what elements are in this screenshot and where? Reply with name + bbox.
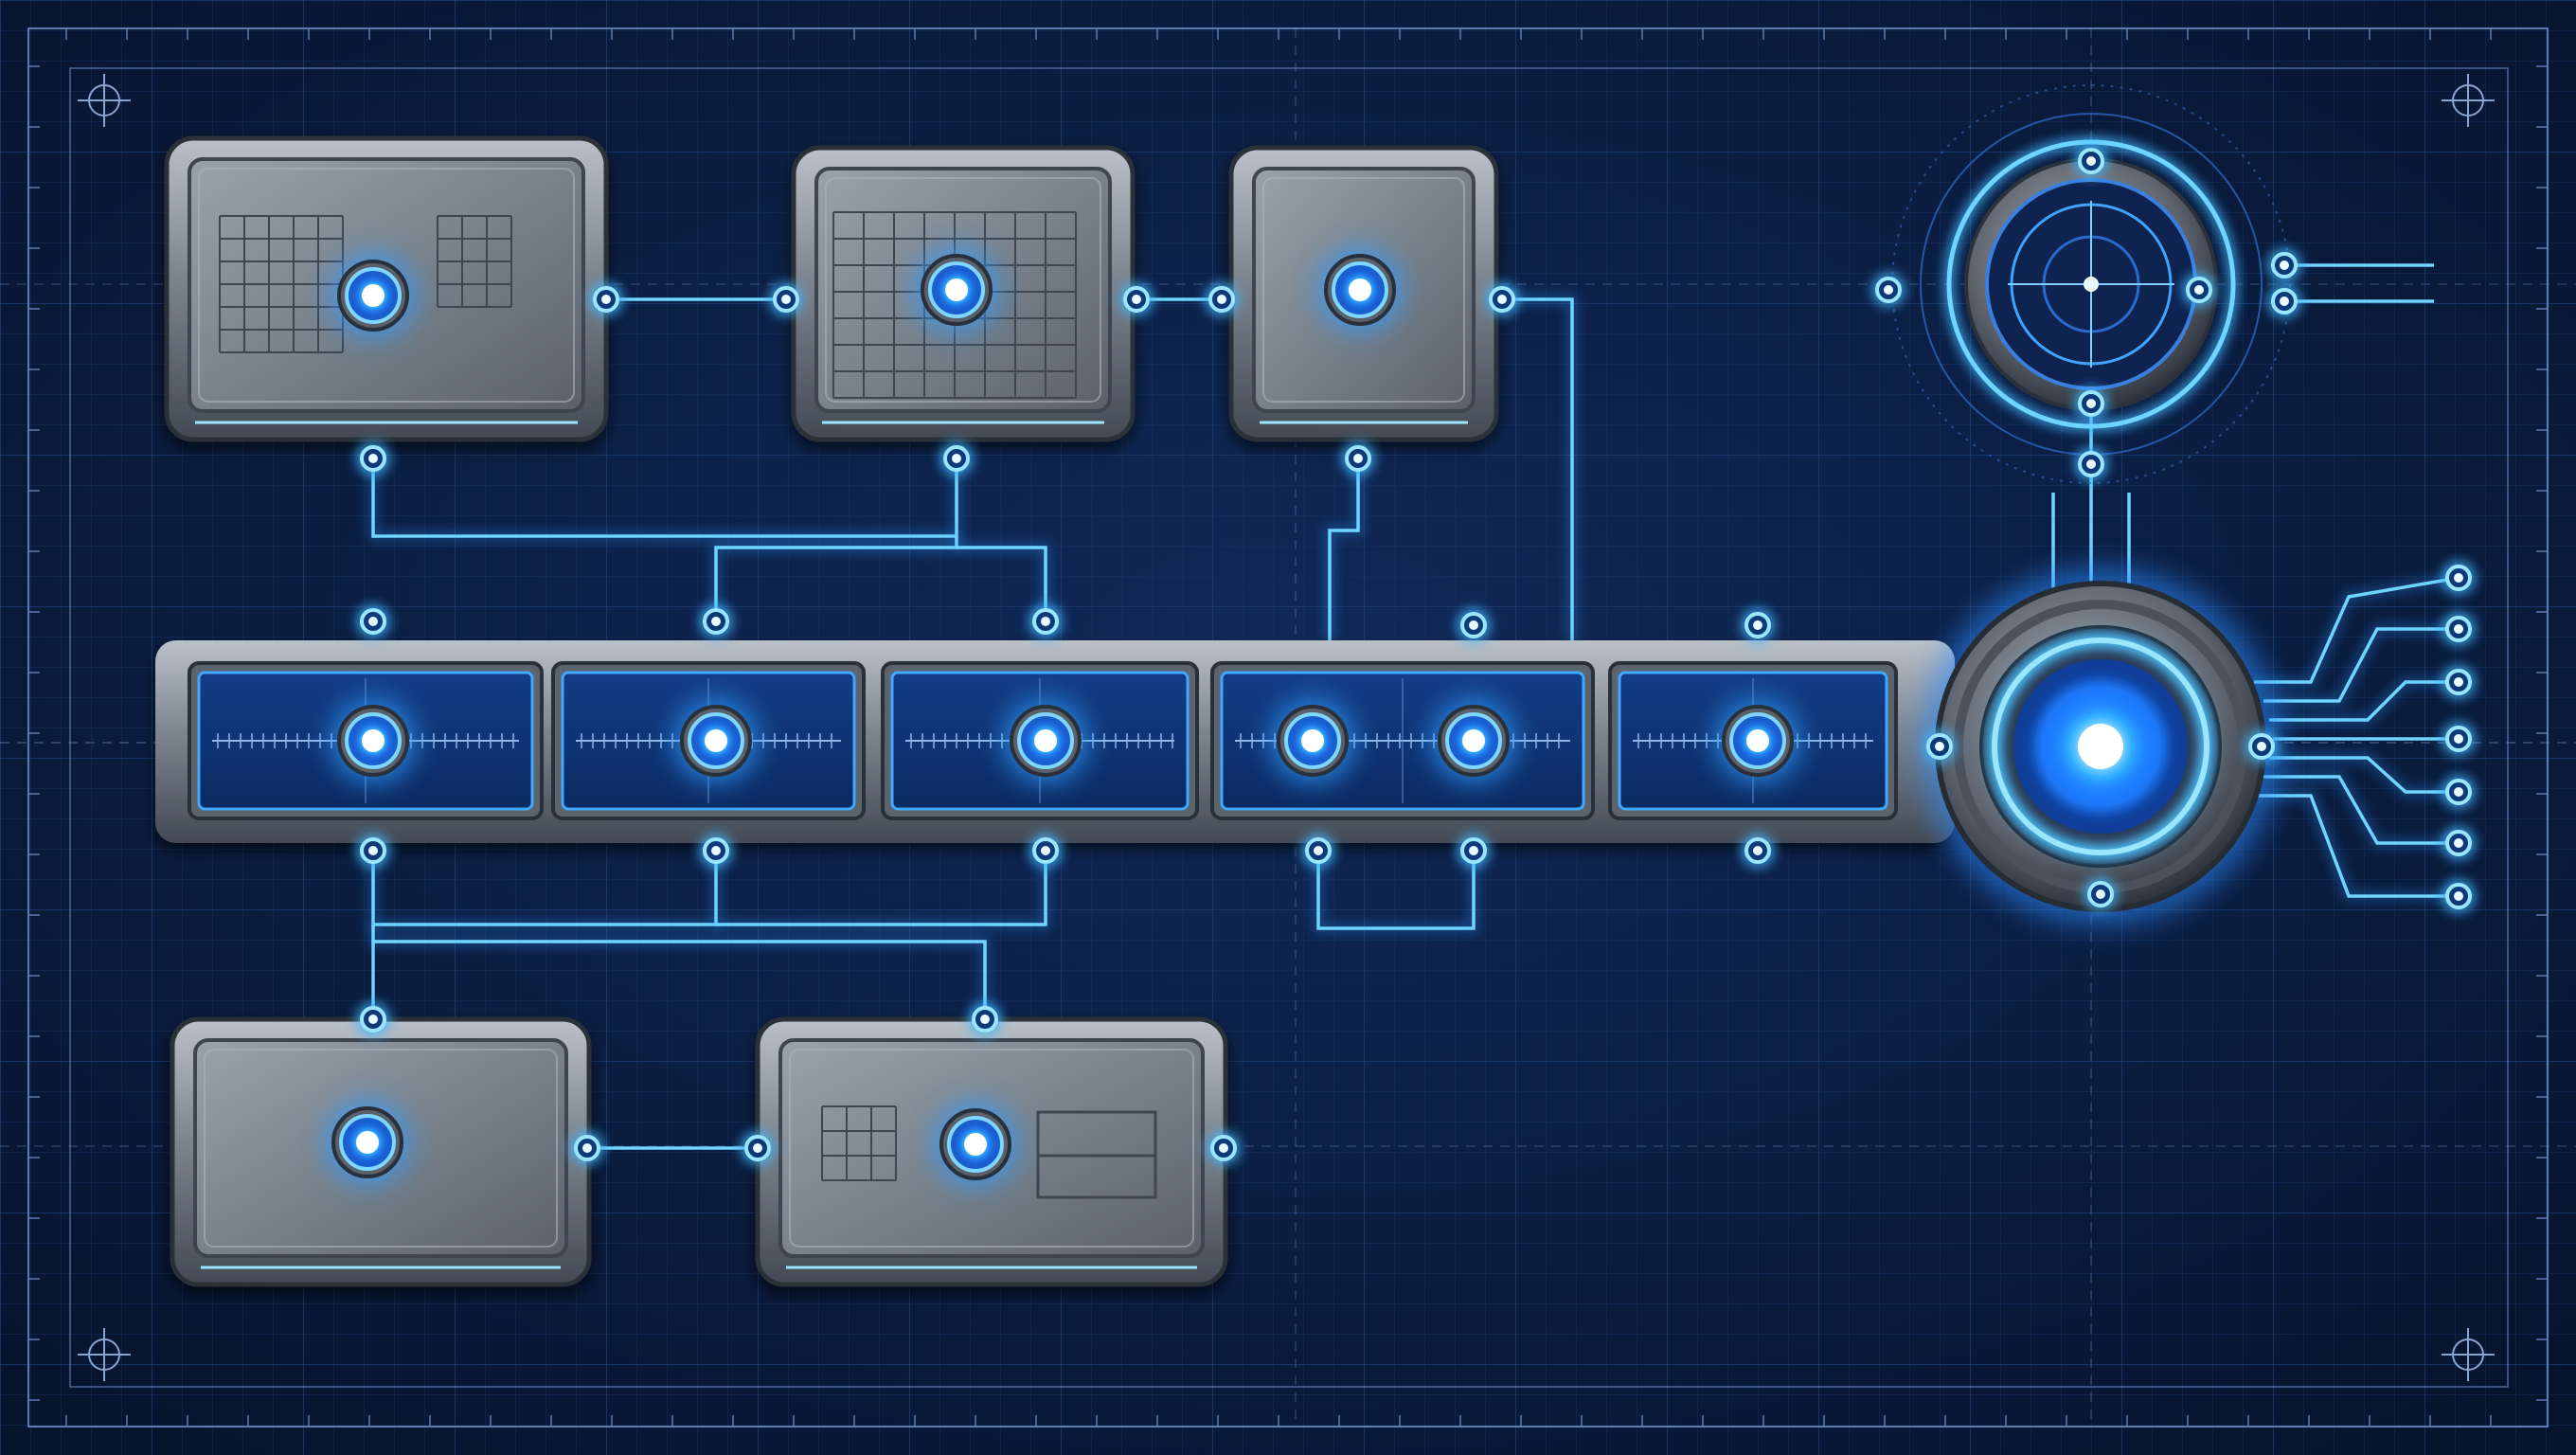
node-port-icon — [1205, 282, 1239, 316]
node-port-icon — [2084, 877, 2118, 911]
node-port-icon — [2442, 561, 2476, 595]
circular-sensor — [1891, 84, 2291, 484]
wire — [957, 546, 1047, 621]
node-port-icon — [2442, 665, 2476, 699]
node-port-icon — [699, 604, 733, 638]
wire — [1328, 458, 1360, 640]
glowing-core-icon — [1432, 699, 1515, 782]
node-port-icon — [356, 604, 390, 638]
wire — [2263, 775, 2459, 845]
node-port-icon — [1029, 834, 1063, 868]
node-port-icon — [2442, 879, 2476, 913]
node-port-icon — [2074, 386, 2108, 421]
node-port-icon — [2245, 729, 2279, 763]
glowing-core-icon — [1004, 699, 1087, 782]
node-port-icon — [939, 441, 974, 476]
node-port-icon — [2442, 612, 2476, 646]
node-port-icon — [589, 282, 623, 316]
wire — [371, 925, 987, 1019]
wire — [2263, 627, 2459, 703]
node-port-icon — [1457, 608, 1491, 642]
wire — [2269, 756, 2459, 794]
node-port-icon — [2442, 775, 2476, 809]
node-port-icon — [356, 1002, 390, 1036]
wire — [1502, 297, 1574, 644]
glowing-core-icon — [674, 699, 758, 782]
node-port-icon — [2182, 273, 2216, 307]
glowing-core-icon — [1318, 248, 1402, 332]
connection-wires — [368, 260, 2460, 1153]
wire — [2269, 680, 2459, 722]
node-port-icon — [2442, 722, 2476, 756]
node-port-icon — [769, 282, 803, 316]
node-port-icon — [968, 1002, 1002, 1036]
node-port-icon — [1741, 834, 1775, 868]
wire — [1316, 851, 1476, 930]
node-port-icon — [699, 834, 733, 868]
node-port-icon — [1923, 729, 1957, 763]
crosshair-icon — [2442, 1328, 2495, 1381]
node-port-icon — [2267, 284, 2301, 318]
node-port-icon — [1301, 834, 1335, 868]
crosshair-icon — [78, 1328, 131, 1381]
glowing-core-icon — [1716, 699, 1799, 782]
node-port-icon — [356, 834, 390, 868]
central-hub — [1921, 566, 2281, 926]
node-port-icon — [2074, 447, 2108, 481]
node-port-icon — [741, 1131, 775, 1165]
ports — [326, 144, 2476, 1186]
node-port-icon — [1457, 834, 1491, 868]
pipeline-segment — [1210, 661, 1595, 820]
node-port-icon — [1485, 282, 1519, 316]
wire — [716, 851, 1047, 926]
node-port-icon — [1029, 604, 1063, 638]
node-port-icon — [1871, 273, 1905, 307]
glowing-core-icon — [1271, 699, 1354, 782]
node-port-icon — [1207, 1131, 1241, 1165]
node-port-icon — [2074, 144, 2108, 178]
node-port-icon — [1741, 608, 1775, 642]
glowing-core-icon — [326, 1101, 409, 1184]
glowing-core-icon — [331, 699, 415, 782]
node-port-icon — [2442, 826, 2476, 860]
wire — [714, 536, 958, 621]
node-port-icon — [356, 441, 390, 476]
wire — [2254, 794, 2459, 898]
node-port-icon — [1341, 441, 1375, 476]
grid-panel — [437, 215, 512, 308]
crosshair-icon — [2442, 74, 2495, 127]
node-port-icon — [2267, 248, 2301, 282]
wire — [371, 458, 958, 538]
frame-ticks — [28, 28, 2548, 1427]
wire — [371, 851, 718, 926]
node-port-icon — [570, 1131, 604, 1165]
wire — [2254, 576, 2460, 684]
crosshair-icon — [78, 74, 131, 127]
glowing-core-icon — [331, 254, 415, 337]
node-port-icon — [1119, 282, 1154, 316]
glowing-core-icon — [915, 248, 998, 332]
glowing-core-icon — [934, 1103, 1017, 1186]
grid-panel — [821, 1105, 897, 1181]
